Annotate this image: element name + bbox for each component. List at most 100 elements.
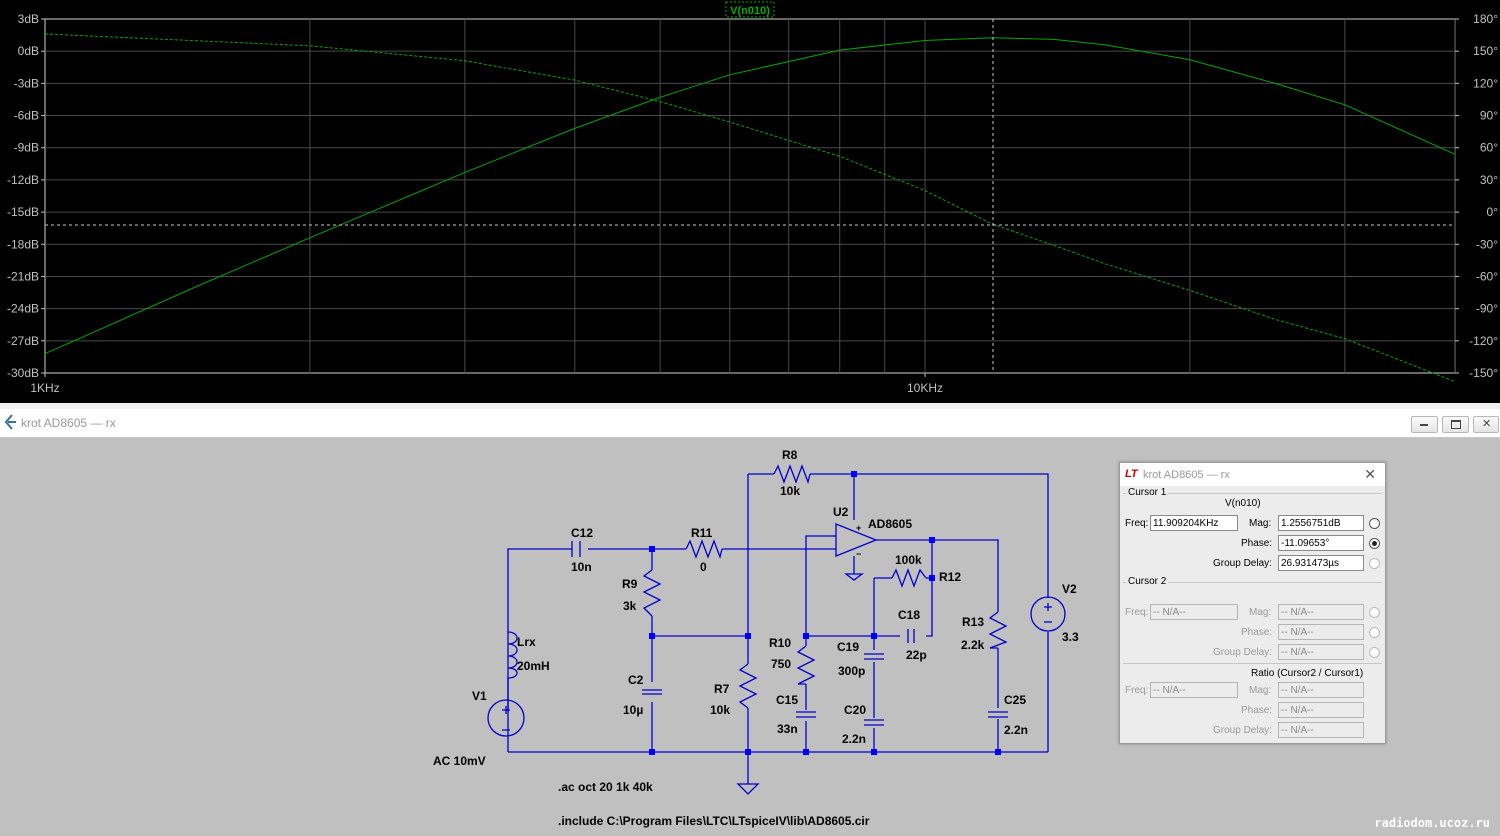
value-c2: 10µ (623, 703, 643, 717)
voltage-source-v2[interactable] (1030, 596, 1066, 632)
cursor2-freq-field[interactable]: -- N/A-- (1150, 604, 1238, 620)
y-left-tick-label: -3dB (14, 76, 39, 90)
cursor1-phase-label: Phase: (1241, 538, 1273, 549)
cursor2-phase-radio[interactable] (1369, 627, 1380, 638)
voltage-source-v1[interactable] (487, 699, 525, 737)
value-v1: AC 10mV (433, 754, 486, 768)
capacitor-c2[interactable] (642, 689, 662, 695)
components (487, 464, 1066, 795)
cursor1-phase-field[interactable]: -11.09653° (1278, 535, 1364, 551)
x-tick-label: 10KHz (907, 381, 943, 395)
y-right-tick-label: 60° (1480, 141, 1498, 155)
cursor1-mag-radio[interactable] (1369, 518, 1380, 529)
label-u2: U2 (833, 505, 849, 519)
y-left-tick-label: -18dB (7, 237, 39, 251)
label-lrx: Lrx (517, 635, 536, 649)
minimize-button[interactable] (1411, 416, 1438, 433)
capacitor-c25[interactable] (988, 711, 1008, 718)
y-right-tick-label: 120° (1473, 76, 1498, 90)
close-window-button[interactable]: ✕ (1473, 416, 1499, 433)
label-r12: R12 (939, 570, 961, 584)
cursor-dialog[interactable]: LT krot AD8605 — rx ✕ Cursor 1 V(n010) F… (1119, 462, 1386, 744)
label-c19: C19 (837, 640, 859, 654)
resistor-r13[interactable] (988, 611, 1008, 649)
resistor-r9[interactable] (642, 569, 662, 617)
restore-button[interactable] (1442, 416, 1469, 433)
label-r8: R8 (782, 448, 798, 462)
y-right-tick-label: -150° (1469, 366, 1498, 380)
cursor-dialog-titlebar[interactable]: LT krot AD8605 — rx ✕ (1120, 463, 1385, 486)
label-c25: C25 (1004, 693, 1026, 707)
value-c25: 2.2n (1004, 723, 1028, 737)
capacitor-c19[interactable] (864, 653, 884, 660)
spice-directive-ac: .ac oct 20 1k 40k (558, 780, 653, 794)
value-r7: 10k (710, 703, 730, 717)
cursor2-phase-label: Phase: (1241, 627, 1273, 638)
schematic-drawing[interactable]: R8 10k U2 AD8605 C12 10n R11 0 R9 3k 100… (0, 438, 1500, 836)
capacitor-c12[interactable] (571, 541, 581, 557)
resistor-r8[interactable] (773, 464, 811, 485)
value-c15: 33n (777, 722, 798, 736)
y-right-tick-label: 180° (1473, 12, 1498, 26)
resistor-r10[interactable] (796, 645, 816, 685)
cursor2-mag-field[interactable]: -- N/A-- (1278, 604, 1364, 620)
cursor-dialog-close-button[interactable]: ✕ (1364, 466, 1376, 482)
cursor1-mag-label: Mag: (1249, 518, 1272, 529)
y-left-tick-label: -24dB (7, 302, 39, 316)
schematic-window-titlebar[interactable]: krot AD8605 — rx ✕ (0, 409, 1500, 438)
ratio-group (1123, 663, 1382, 740)
cursor2-groupdelay-label: Group Delay: (1213, 647, 1272, 658)
trace-label[interactable]: V(n010) (730, 5, 770, 17)
ratio-phase-label: Phase: (1241, 705, 1273, 716)
resistor-r12[interactable] (891, 568, 927, 588)
value-c20: 2.2n (842, 732, 866, 746)
y-right-tick-label: 0° (1487, 205, 1499, 219)
cursor2-groupdelay-radio[interactable] (1369, 647, 1380, 658)
cursor2-groupdelay-field[interactable]: -- N/A-- (1278, 644, 1364, 660)
capacitor-c18[interactable] (907, 629, 915, 643)
cursor1-freq-field[interactable]: 11.909204KHz (1150, 515, 1238, 531)
y-left-tick-label: -21dB (7, 269, 39, 283)
opamp-plus-pin: + (856, 523, 861, 533)
resistor-r11[interactable] (685, 539, 723, 560)
inductor-lrx[interactable] (507, 631, 518, 679)
cursor1-mag-field[interactable]: 1.2556751dB (1278, 515, 1364, 531)
y-left-tick-label: 3dB (18, 12, 39, 26)
opamp-u2[interactable] (835, 523, 878, 557)
y-left-tick-label: -9dB (14, 141, 39, 155)
value-c18: 22p (906, 648, 927, 662)
value-r11: 0 (700, 560, 707, 574)
cursor2-mag-radio[interactable] (1369, 607, 1380, 618)
cursor1-phase-radio[interactable] (1369, 538, 1380, 549)
cursor1-groupdelay-radio[interactable] (1369, 558, 1380, 569)
ratio-groupdelay-field[interactable]: -- N/A-- (1278, 722, 1364, 738)
y-left-tick-label: -6dB (14, 109, 39, 123)
axis-ticks: 3dB0dB-3dB-6dB-9dB-12dB-15dB-18dB-21dB-2… (7, 12, 1498, 395)
cursor-dialog-title: krot AD8605 — rx (1143, 469, 1230, 481)
ratio-group-label: Ratio (Cursor2 / Cursor1) (1251, 668, 1364, 679)
ground-u2[interactable] (844, 570, 864, 581)
value-r9: 3k (623, 599, 637, 613)
pane-separator[interactable] (0, 403, 1500, 409)
cursor1-groupdelay-field[interactable]: 26.931473µs (1278, 555, 1364, 571)
cursor-crosshair[interactable] (45, 19, 1455, 373)
waveform-plot[interactable]: 3dB0dB-3dB-6dB-9dB-12dB-15dB-18dB-21dB-2… (0, 0, 1500, 403)
ratio-phase-field[interactable]: -- N/A-- (1278, 702, 1364, 718)
value-lrx: 20mH (517, 659, 550, 673)
label-r11: R11 (691, 526, 713, 540)
capacitor-c20[interactable] (864, 719, 884, 726)
cursor1-freq-label: Freq: (1125, 518, 1149, 529)
trace-label-box[interactable] (725, 1, 775, 18)
capacitor-c15[interactable] (796, 711, 816, 718)
label-r7: R7 (714, 682, 730, 696)
resistor-r7[interactable] (738, 663, 758, 709)
cursor2-phase-field[interactable]: -- N/A-- (1278, 624, 1364, 640)
cursor2-group (1123, 582, 1382, 661)
ratio-mag-field[interactable]: -- N/A-- (1278, 682, 1364, 698)
ground-symbol[interactable] (736, 779, 760, 795)
label-r10: R10 (769, 636, 791, 650)
ratio-freq-field[interactable]: -- N/A-- (1150, 682, 1238, 698)
cursor2-group-label: Cursor 2 (1126, 576, 1169, 587)
watermark-text: radiodom.ucoz.ru (1374, 816, 1490, 830)
